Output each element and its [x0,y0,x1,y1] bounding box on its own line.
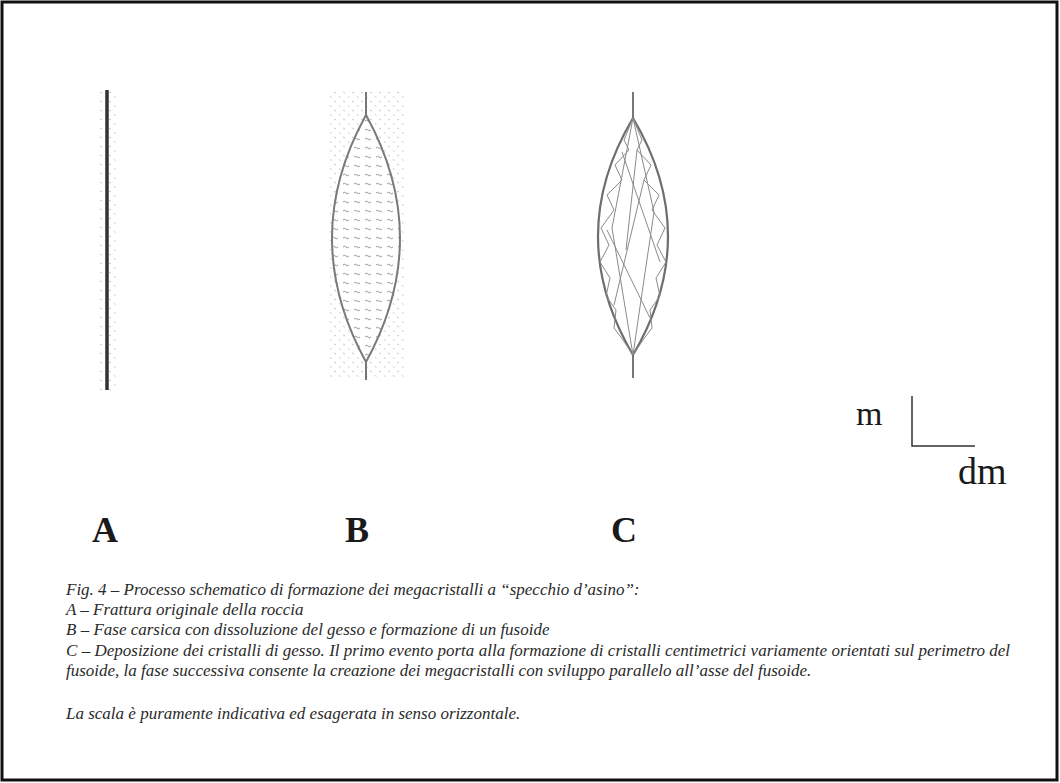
fusoid-ground [332,115,400,362]
scale-unit: m [856,397,882,431]
perimeter-crystals [633,118,666,355]
perimeter-crystals [600,118,633,355]
fusoid-outline [332,115,400,362]
scale-unit: dm [958,452,1007,490]
caption-item: C – Deposizione dei cristalli di gesso. … [66,641,1010,681]
megacrystals [607,118,660,355]
scale-bar [912,396,975,446]
caption-item: A – Frattura originale della roccia [66,600,304,620]
figure-caption: Fig. 4 – Processo schematico di formazio… [66,580,640,600]
fusoid-outline [598,118,668,355]
rock-stipple [328,92,406,380]
caption-item: B – Fase carsica con dissoluzione del ge… [66,620,550,640]
panel-letter: A [92,512,118,548]
panel-letter: C [611,512,637,548]
caption-note: La scala è puramente indicativa ed esage… [66,704,520,724]
panel-letter: B [345,512,369,548]
fracture-line [105,90,109,390]
